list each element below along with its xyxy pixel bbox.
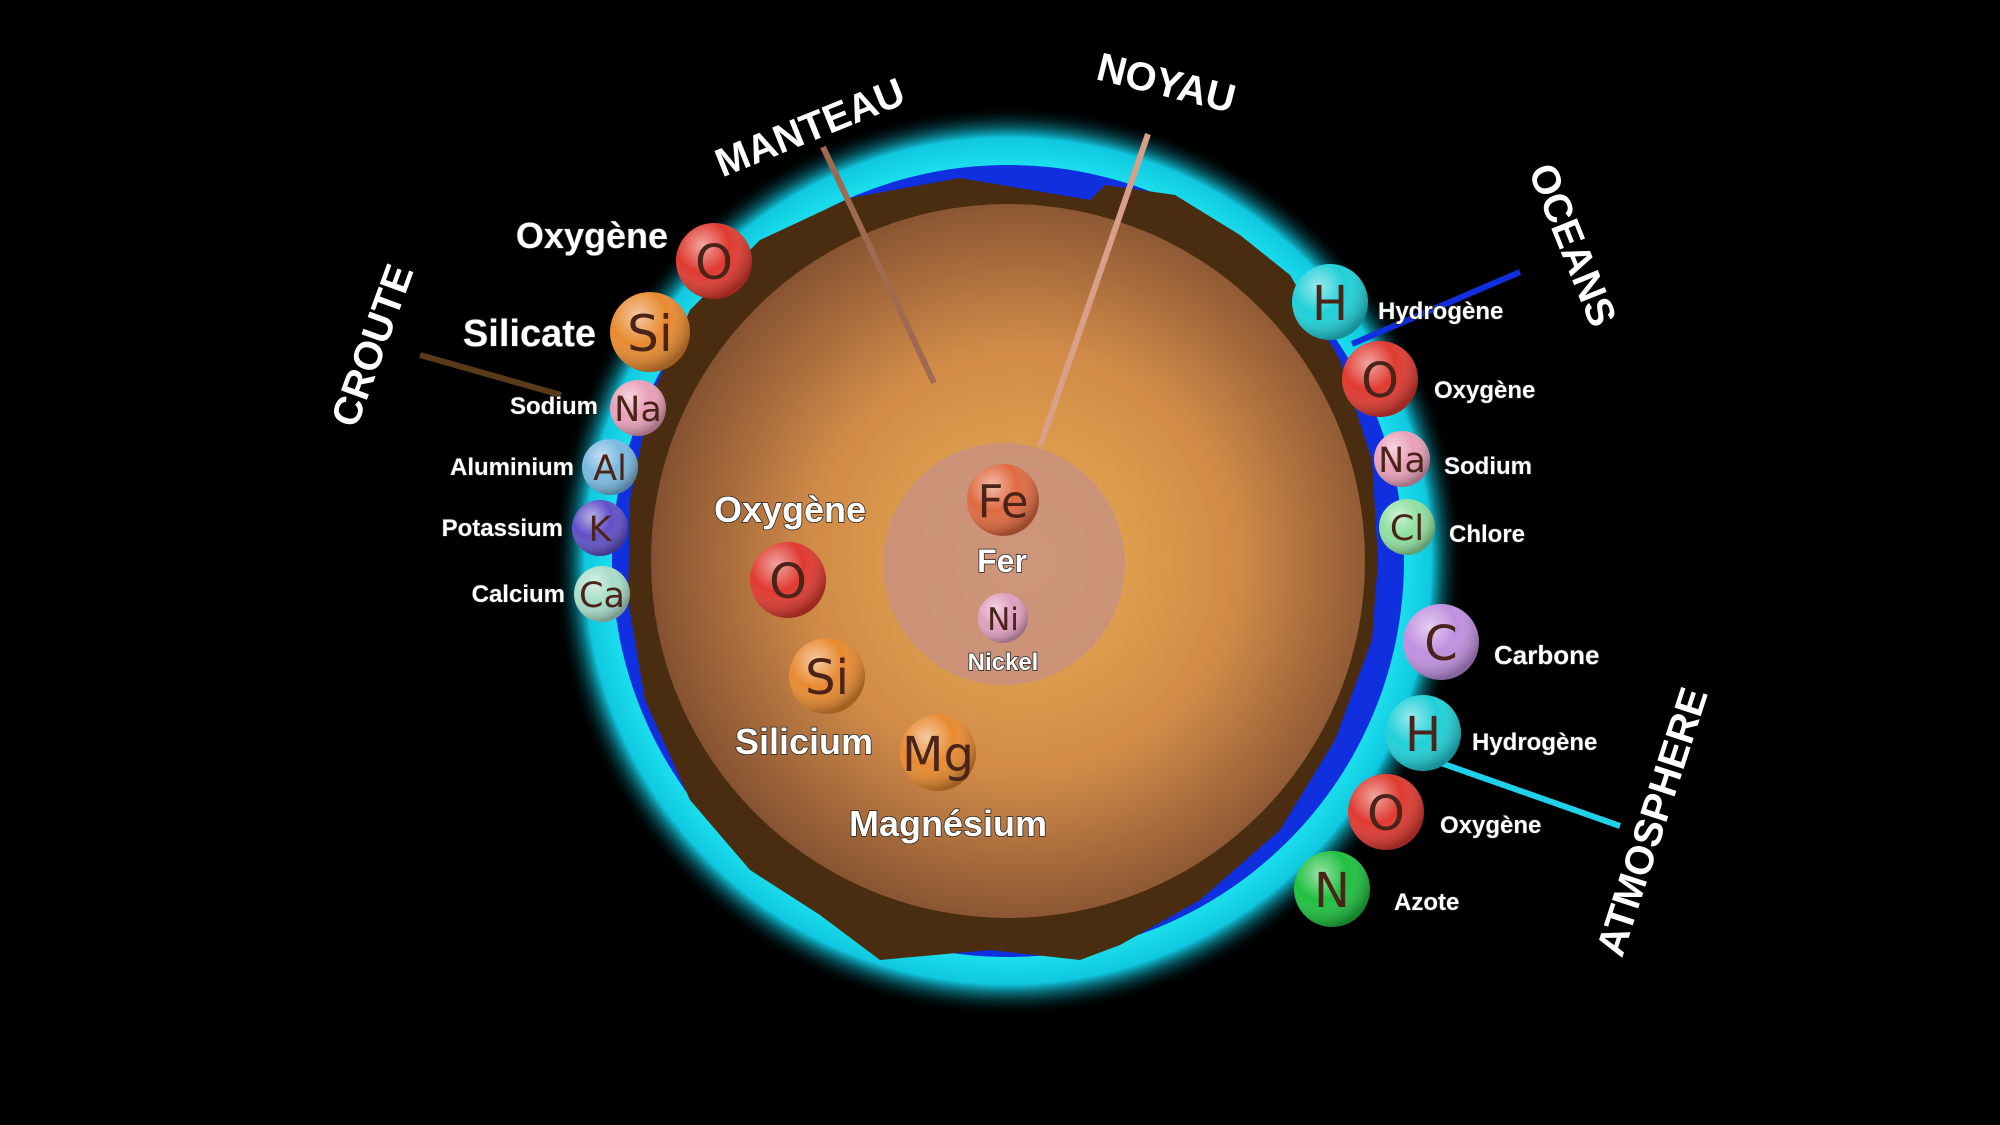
title-croute: CROUTE <box>323 259 422 433</box>
croute-atom-aluminium: Al Aluminium <box>449 439 638 495</box>
atom-symbol: Fe <box>977 476 1028 529</box>
atom-symbol: O <box>769 554 807 610</box>
atom-shading <box>1403 604 1479 680</box>
croute-atom-sodium: Na Sodium <box>509 380 666 436</box>
oceans-atom-sodium: Na Sodium <box>1374 431 1533 487</box>
atom-symbol: H <box>1312 276 1348 332</box>
atom-shading <box>1379 499 1435 555</box>
manteau-atom-oxygène: O Oxygène <box>713 488 867 618</box>
noyau-pointer-line <box>1037 133 1151 447</box>
atom-shading <box>900 715 976 791</box>
croute-atom-oxygène: O Oxygène <box>515 214 752 299</box>
atom-label: Calcium <box>472 581 565 608</box>
atom-label: Aluminium <box>450 454 574 481</box>
atom-shading <box>574 566 630 622</box>
title-noyau: NOYAU <box>1093 45 1240 122</box>
atom-label: Oxygène <box>1434 377 1535 404</box>
atmosphere-atom-hydrogène: H Hydrogène <box>1385 695 1598 771</box>
atom-symbol: Si <box>805 650 849 706</box>
atom-label: Sodium <box>1444 453 1532 480</box>
core <box>883 443 1125 685</box>
atmosphere-atom-azote: N Azote <box>1294 851 1460 927</box>
atom-label: Potassium <box>442 515 563 542</box>
pointer-lines <box>419 133 1621 829</box>
atom-symbol: O <box>1367 786 1405 842</box>
croute-atom-silicate: Si Silicate <box>462 292 690 372</box>
atom-symbol: K <box>589 510 613 550</box>
atom-symbol: N <box>1314 863 1350 919</box>
atom-label: Hydrogène <box>1378 298 1503 325</box>
atom-shading <box>610 380 666 436</box>
atom-shading <box>789 638 865 714</box>
atmosphere-pointer-line <box>1440 760 1621 829</box>
atom-label: Carbone <box>1494 640 1599 670</box>
atom-symbol: O <box>1361 353 1399 409</box>
atom-label: Chlore <box>1449 521 1525 548</box>
atom-label: Oxygène <box>714 489 866 530</box>
title-oceans: OCEANS <box>1520 158 1625 333</box>
atom-shading <box>1385 695 1461 771</box>
atom-symbol: Na <box>614 390 662 430</box>
atom-label: Azote <box>1394 889 1459 916</box>
atom-label: Fer <box>977 543 1027 579</box>
oceans-atom-chlore: Cl Chlore <box>1379 499 1526 555</box>
croute-atom-calcium: Ca Calcium <box>471 566 630 622</box>
atom-label: Hydrogène <box>1472 729 1597 756</box>
atom-label: Nickel <box>968 649 1039 676</box>
atom-symbol: O <box>695 235 733 291</box>
oceans-atom-oxygène: O Oxygène <box>1342 341 1536 417</box>
atom-symbol: Cl <box>1390 509 1424 549</box>
oceans-atom-hydrogène: H Hydrogène <box>1292 264 1504 340</box>
atom-label: Silicium <box>735 721 873 762</box>
atom-symbol: Ni <box>987 602 1019 638</box>
atom-shading <box>1292 264 1368 340</box>
croute-atom-potassium: K Potassium <box>441 500 628 556</box>
atom-label: Silicate <box>463 313 596 355</box>
atom-symbol: Al <box>593 449 627 489</box>
atom-shading <box>1348 774 1424 850</box>
atom-shading <box>582 439 638 495</box>
atom-symbol: Na <box>1378 441 1426 481</box>
atom-symbol: Mg <box>902 727 974 783</box>
atom-shading <box>978 593 1028 643</box>
atom-shading <box>1374 431 1430 487</box>
croute-pointer-line <box>419 352 562 398</box>
atom-shading <box>610 292 690 372</box>
atom-label: Oxygène <box>516 215 668 256</box>
atom-shading <box>572 500 628 556</box>
atmosphere-atom-carbone: C Carbone <box>1403 604 1600 680</box>
atom-label: Magnésium <box>849 803 1047 844</box>
atmosphere-atom-oxygène: O Oxygène <box>1348 774 1542 850</box>
manteau-pointer-line <box>820 145 937 385</box>
atom-shading <box>676 223 752 299</box>
atom-label: Sodium <box>510 393 598 420</box>
atom-symbol: H <box>1405 707 1441 763</box>
oceans-pointer-line <box>1350 269 1522 347</box>
atom-label: Oxygène <box>1440 812 1541 839</box>
atom-symbol: Ca <box>579 576 625 616</box>
atom-shading <box>1294 851 1370 927</box>
atom-shading <box>1342 341 1418 417</box>
atom-shading <box>750 542 826 618</box>
atom-symbol: C <box>1424 616 1458 672</box>
atom-symbol: Si <box>627 305 673 363</box>
atoms: OOxygèneSiSilicateNaSodiumAlAluminiumKPo… <box>441 214 1600 927</box>
atom-shading <box>967 464 1039 536</box>
